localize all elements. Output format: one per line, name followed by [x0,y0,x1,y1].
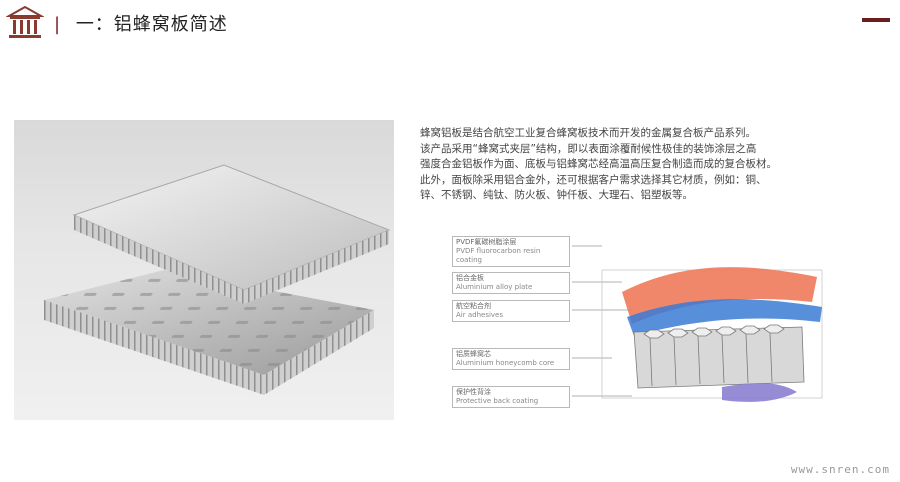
layer-label-adhesive: 航空粘合剂 Air adhesives [452,300,570,322]
intro-line: 此外，面板除采用铝合金外，还可根据客户需求选择其它材质，例如：铜、 [420,173,767,186]
accent-line [862,18,890,22]
intro-line: 蜂窝铝板是结合航空工业复合蜂窝板技术而开发的金属复合板产品系列。 [420,127,756,139]
intro-text: 蜂窝铝板是结合航空工业复合蜂窝板技术而开发的金属复合板产品系列。 该产品采用“蜂… [420,126,850,204]
intro-line: 该产品采用“蜂窝式夹层”结构，即以表面涂覆耐候性极佳的装饰涂层之高 [420,142,757,155]
back-coating-layer [722,383,797,402]
layer-label-coating: PVDF氟碳树脂涂层 PVDF fluorocarbon resin coati… [452,236,570,267]
layer-label-core: 铝质蜂窝芯 Aluminium honeycomb core [452,348,570,370]
building-logo-icon [5,4,45,42]
honeycomb-panel-photo [14,120,394,420]
layer-label-alloy: 铝合金板 Aluminium alloy plate [452,272,570,294]
watermark: www.snren.com [790,463,890,476]
title-text: 一：铝蜂窝板简述 [75,14,228,35]
layer-label-back: 保护性背涂 Protective back coating [452,386,570,408]
page-title: | 一：铝蜂窝板简述 [54,10,228,36]
title-separator: | [54,14,62,35]
honeycomb-core [633,324,805,389]
intro-line: 强度合金铝板作为面、底板与铝蜂窝芯经高温高压复合制造而成的复合板材。 [420,158,777,170]
intro-line: 锌、不锈钢、纯钛、防火板、钟仟板、大理石、铝塑板等。 [420,189,693,201]
layer-illustration [572,245,823,402]
adhesive-layer [627,299,822,336]
structure-diagram: PVDF氟碳树脂涂层 PVDF fluorocarbon resin coati… [452,232,832,412]
